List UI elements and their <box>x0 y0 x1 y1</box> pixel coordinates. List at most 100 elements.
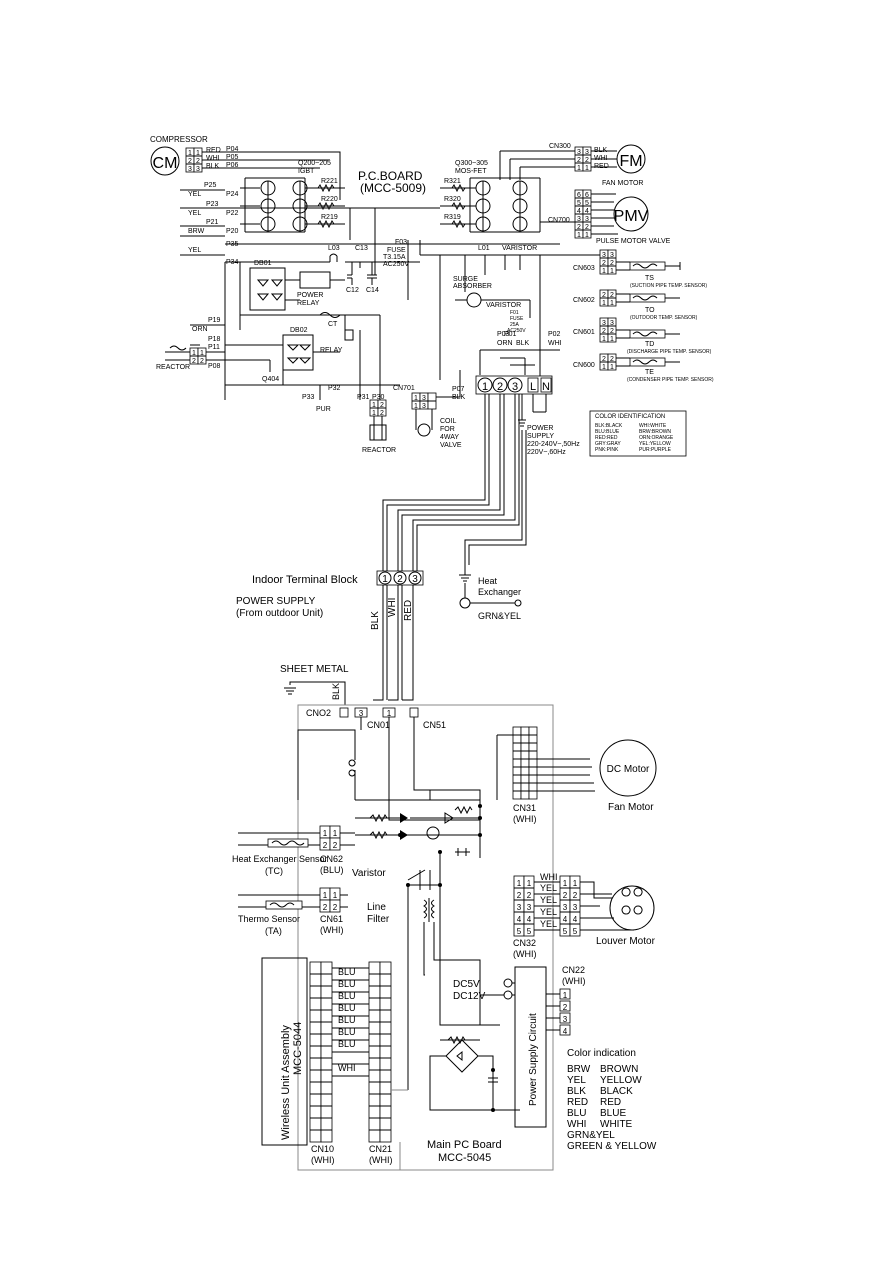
fuse-voltage: AC250V <box>383 261 409 268</box>
wire-red-label: RED <box>403 600 414 621</box>
svg-text:1: 1 <box>577 232 581 239</box>
pur-label: PUR <box>316 406 331 413</box>
svg-text:4: 4 <box>585 208 589 215</box>
terminal-3: 3 <box>512 381 518 393</box>
wireless-unit-box <box>261 957 308 1146</box>
pin-p07: P07 <box>452 386 465 393</box>
svg-text:2: 2 <box>517 891 522 900</box>
f01-fuse: FUSE <box>510 316 524 322</box>
main-pc-label: Main PC Board <box>427 1139 502 1151</box>
color-code-5: WHI <box>567 1119 586 1130</box>
cn21-connector <box>368 961 392 1143</box>
mosfet-block <box>440 177 541 233</box>
power-relay-box <box>299 271 331 289</box>
varistor-mid: VARISTOR <box>486 302 521 309</box>
wireless-label: Wireless Unit Assembly <box>280 1025 292 1140</box>
svg-text:4: 4 <box>527 915 532 924</box>
svg-text:2: 2 <box>188 158 192 165</box>
power-supply-1: POWER <box>527 425 553 432</box>
p07-blk: BLK <box>452 394 466 401</box>
fan-motor-indoor: Fan Motor <box>608 802 654 813</box>
svg-text:1: 1 <box>602 364 606 371</box>
cn600: CN600 <box>573 362 595 369</box>
grn-yel-label: GRN&YEL <box>478 611 521 621</box>
f01-volt: AC250V <box>507 328 526 334</box>
power-supply-3: 220-240V~,50Hz <box>527 441 580 448</box>
svg-text:3: 3 <box>188 166 192 173</box>
hx-sensor-label: Heat Exchanger Sensor <box>232 854 328 864</box>
compressor-label: COMPRESSOR <box>150 135 208 144</box>
power-supply-4: 220V~,60Hz <box>527 449 566 456</box>
r319: R319 <box>444 214 461 221</box>
indoor-terminal-block-label: Indoor Terminal Block <box>252 574 358 586</box>
svg-text:4: 4 <box>573 915 578 924</box>
sensor-symbols <box>629 261 666 367</box>
svg-text:1: 1 <box>414 395 418 402</box>
cn10-wire-2: BLU <box>338 991 356 1001</box>
cn10-wire-5: BLU <box>338 1027 356 1037</box>
svg-text:6: 6 <box>577 192 581 199</box>
svg-text:4: 4 <box>563 915 568 924</box>
comp-wire-red: RED <box>206 147 221 154</box>
thermo-sensor-label: Thermo Sensor <box>238 914 300 924</box>
absorber-label: ABSORBER <box>453 283 492 290</box>
svg-text:3: 3 <box>585 149 589 156</box>
sensor-ts-desc: (SUCTION PIPE TEMP. SENSOR) <box>630 283 707 289</box>
svg-text:3: 3 <box>563 903 568 912</box>
indoor-power-from: (From outdoor Unit) <box>236 608 323 619</box>
cn10-label: CN10 <box>311 1144 334 1154</box>
svg-text:3: 3 <box>422 403 426 410</box>
comp-wire-whi: WHI <box>206 155 220 162</box>
igbt-type: IGBT <box>298 168 315 175</box>
svg-text:1: 1 <box>610 336 614 343</box>
cn701: CN701 <box>393 385 415 392</box>
bridge-rectifier <box>429 1035 520 1112</box>
fuse-rating: T3.15A <box>383 254 406 261</box>
indoor-terminal-block <box>376 570 424 586</box>
color-id-l0: BLK:BLACK <box>595 423 623 429</box>
coil-for: FOR <box>440 426 455 433</box>
cn10-wire-0: BLU <box>338 967 356 977</box>
svg-text:2: 2 <box>196 158 200 165</box>
cn10-wire-6: BLU <box>338 1039 356 1049</box>
svg-text:2: 2 <box>380 402 384 409</box>
reactor-bottom: REACTOR <box>362 447 396 454</box>
svg-text:3: 3 <box>517 903 522 912</box>
svg-text:2: 2 <box>610 292 614 299</box>
r220: R220 <box>321 196 338 203</box>
surge-label: SURGE <box>453 276 478 283</box>
relay-label: RELAY <box>320 347 343 354</box>
p02-whi: WHI <box>548 340 562 347</box>
svg-text:1: 1 <box>610 364 614 371</box>
color-grn-code: GRN&YEL <box>567 1130 615 1141</box>
svg-text:1: 1 <box>323 829 328 838</box>
pin-p32: P32 <box>328 385 341 392</box>
power-supply-circuit-box <box>514 966 547 1128</box>
svg-text:2: 2 <box>610 356 614 363</box>
svg-text:2: 2 <box>192 358 196 365</box>
cn22-pin-2: 2 <box>563 1003 568 1012</box>
l01: L01 <box>478 245 490 252</box>
power-supply-2: SUPPLY <box>527 433 554 440</box>
color-id-r4: PUR:PURPLE <box>639 447 672 453</box>
dc-motor-symbol <box>599 739 657 797</box>
color-name-1: YELLOW <box>600 1075 642 1086</box>
pin-p06: P06 <box>226 162 239 169</box>
svg-text:5: 5 <box>577 200 581 207</box>
svg-text:1: 1 <box>333 891 338 900</box>
svg-text:1: 1 <box>527 879 532 888</box>
pin-p25: P25 <box>204 182 217 189</box>
power-relay-label: POWER <box>297 292 323 299</box>
svg-text:5: 5 <box>527 927 532 936</box>
cn300: CN300 <box>549 143 571 150</box>
color-indication-title: Color indication <box>567 1048 636 1059</box>
louver-wire-0: WHI <box>540 872 558 882</box>
svg-text:1: 1 <box>192 350 196 357</box>
tb-3: 3 <box>412 574 418 585</box>
svg-text:3: 3 <box>602 252 606 259</box>
coil-4way: 4WAY <box>440 434 459 441</box>
ct-label: CT <box>328 321 338 328</box>
